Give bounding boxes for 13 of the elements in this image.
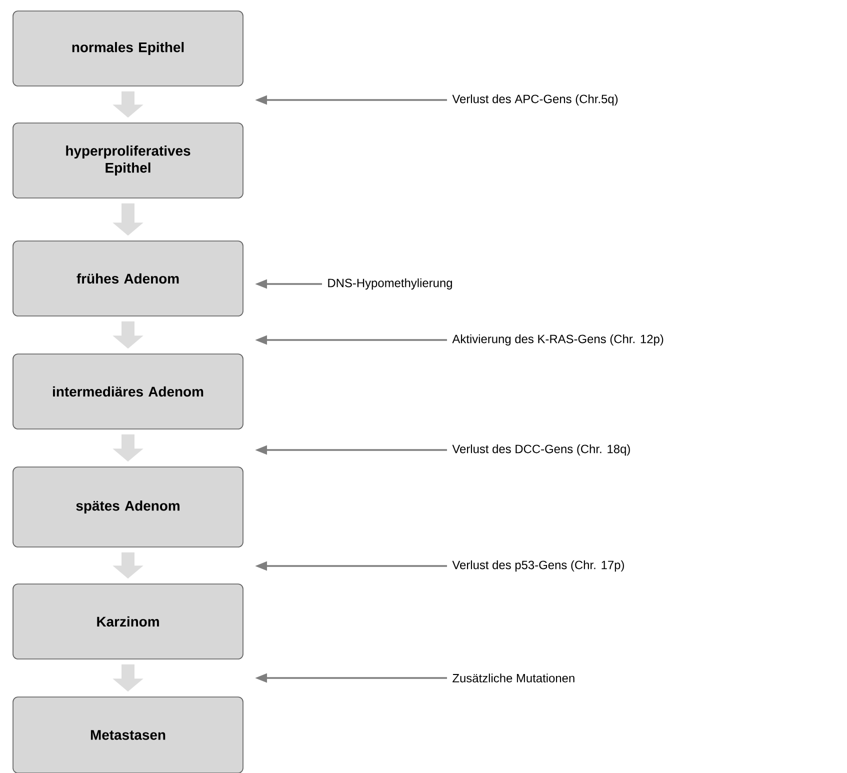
annotation-text: DNS-Hypomethylierung [328,278,452,290]
annotation-text: Verlust des APC-Gens (Chr.5q) [452,94,618,106]
process-box: frühes Adenom [12,240,244,316]
annotation-text: Aktivierung des K-RAS-Gens (Chr. 12p) [452,334,664,346]
process-box: hyperproliferatives Epithel [12,122,244,198]
process-box: spätes Adenom [12,466,244,548]
annotation-text: Zusätzliche Mutationen [452,674,574,682]
annotation-text: Verlust des DCC-Gens (Chr. 18q) [452,444,630,456]
process-box: normales Epithel [12,10,244,86]
process-box: Metastasen [12,696,244,773]
process-box: Karzinom [12,584,244,660]
annotation-text: Verlust des p53-Gens (Chr. 17p) [452,560,624,572]
process-box: intermediäres Adenom [12,354,244,430]
